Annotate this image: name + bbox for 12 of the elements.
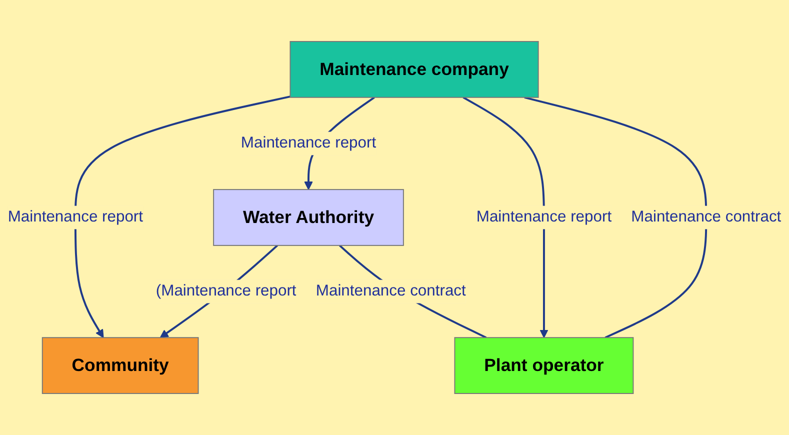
connector bbox=[524, 96, 708, 338]
node-box: Water Authority bbox=[213, 189, 404, 246]
edge-label: Maintenance contract bbox=[316, 282, 466, 300]
edge-label: (Maintenance report bbox=[156, 282, 296, 300]
node-box: Community bbox=[42, 337, 199, 394]
node-box: Maintenance company bbox=[290, 41, 539, 98]
edge-label: Maintenance report bbox=[240, 134, 376, 152]
arrow bbox=[462, 96, 548, 338]
edge-label: Maintenance report bbox=[476, 208, 612, 226]
edge-label: Maintenance contract bbox=[631, 208, 782, 226]
node-box: Plant operator bbox=[454, 337, 634, 394]
edge-label: Maintenance report bbox=[8, 208, 144, 226]
